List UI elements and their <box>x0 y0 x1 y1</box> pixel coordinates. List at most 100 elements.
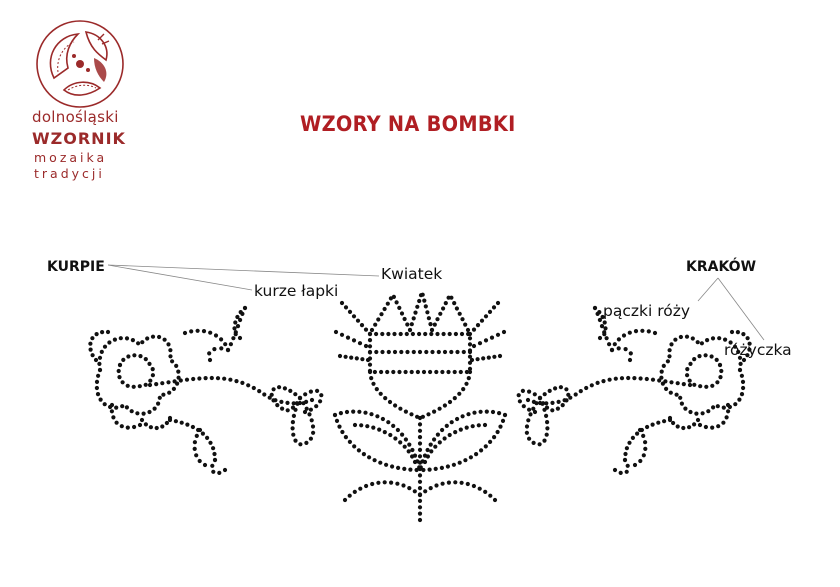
leader-kurpie-kwiatek <box>107 264 380 277</box>
pattern-dot <box>176 369 181 374</box>
pattern-dot <box>453 430 458 435</box>
pattern-dot <box>171 386 176 391</box>
pattern-dot <box>444 423 449 428</box>
pattern-dot <box>612 342 617 347</box>
pattern-dot <box>191 376 196 382</box>
pattern-dot <box>407 442 412 447</box>
pattern-dot <box>147 361 152 366</box>
pattern-dot <box>434 369 439 375</box>
pattern-dot <box>409 412 414 417</box>
pattern-dot <box>555 406 561 411</box>
pattern-dot <box>417 331 422 337</box>
pattern-dot <box>597 335 603 341</box>
pattern-dot <box>429 449 434 454</box>
pattern-dot <box>439 465 444 470</box>
pattern-dot <box>669 342 674 347</box>
pattern-dot <box>309 418 314 423</box>
pattern-dot <box>302 409 308 415</box>
pattern-dot <box>411 316 416 321</box>
pattern-dot <box>534 401 539 406</box>
pattern-dot <box>417 435 423 440</box>
pattern-dot <box>210 463 215 468</box>
pattern-dot <box>542 392 547 397</box>
pattern-dot <box>497 353 503 359</box>
pattern-dot <box>597 317 603 323</box>
pattern-dot <box>162 337 167 342</box>
pattern-dot <box>124 336 130 341</box>
pattern-dot <box>393 436 398 441</box>
pattern-dot <box>681 425 686 431</box>
pattern-dot <box>94 379 100 384</box>
pattern-dot <box>384 462 389 467</box>
pattern-dot <box>184 377 190 382</box>
pattern-dot <box>736 349 741 354</box>
pattern-dot <box>222 376 227 381</box>
pattern-dot <box>428 442 433 447</box>
pattern-dot <box>200 431 205 436</box>
pattern-dot <box>391 423 396 428</box>
pattern-dot <box>525 397 531 403</box>
pattern-dot <box>136 341 141 346</box>
pattern-dot <box>367 344 373 349</box>
pattern-dot <box>457 311 462 316</box>
pattern-dot <box>547 388 552 393</box>
pattern-dot <box>745 353 750 358</box>
pattern-dot <box>609 347 615 353</box>
pattern-dot <box>482 422 488 428</box>
pattern-dot <box>112 337 117 342</box>
pattern-dot <box>398 406 403 411</box>
pattern-dot <box>627 357 633 363</box>
pattern-dot <box>417 511 423 516</box>
pattern-dot <box>428 369 433 375</box>
pattern-dot <box>271 398 276 403</box>
pattern-dot <box>173 419 178 424</box>
pattern-dot <box>137 422 143 428</box>
pattern-dot <box>425 454 430 459</box>
pattern-dot <box>729 329 735 335</box>
pattern-dot <box>114 420 119 425</box>
pattern-dot <box>641 433 646 438</box>
pattern-dot <box>627 330 632 335</box>
pattern-dot <box>382 306 387 312</box>
pattern-dot <box>622 457 628 463</box>
pattern-dot <box>304 406 309 411</box>
pattern-dot <box>351 338 357 343</box>
pattern-dot <box>399 311 405 316</box>
pattern-dot <box>225 347 231 353</box>
pattern-dot <box>520 388 526 393</box>
pattern-dot <box>367 455 372 460</box>
pattern-dot <box>656 420 661 425</box>
pattern-dot <box>212 451 217 457</box>
pattern-dot <box>715 404 720 409</box>
pattern-dot <box>441 306 446 311</box>
pattern-dot <box>314 404 319 409</box>
pattern-dot <box>374 331 379 337</box>
pattern-dot <box>262 392 267 397</box>
pattern-dot <box>737 355 743 360</box>
pattern-dot <box>443 301 448 306</box>
pattern-dot <box>678 334 684 340</box>
pattern-dot <box>578 389 583 394</box>
pattern-dot <box>521 404 526 409</box>
pattern-dot <box>412 489 417 494</box>
leader-kurpie-kurze <box>107 264 253 291</box>
pattern-dot <box>423 489 428 494</box>
pattern-dot <box>477 341 483 346</box>
pattern-dot <box>432 409 437 414</box>
pattern-dot <box>295 401 300 406</box>
pattern-dot <box>386 331 391 337</box>
pattern-dot <box>363 343 369 349</box>
pattern-dot <box>411 349 416 355</box>
pattern-dot <box>170 359 175 364</box>
pattern-dot <box>109 402 115 408</box>
pattern-dot <box>452 369 457 375</box>
pattern-dot <box>427 467 432 472</box>
pattern-dot <box>410 454 415 459</box>
pattern-dot <box>208 330 213 335</box>
pattern-dot <box>203 376 208 381</box>
pattern-dot <box>176 375 181 380</box>
pattern-dot <box>201 329 207 334</box>
pattern-dot <box>367 338 373 343</box>
pattern-dot <box>345 335 351 340</box>
